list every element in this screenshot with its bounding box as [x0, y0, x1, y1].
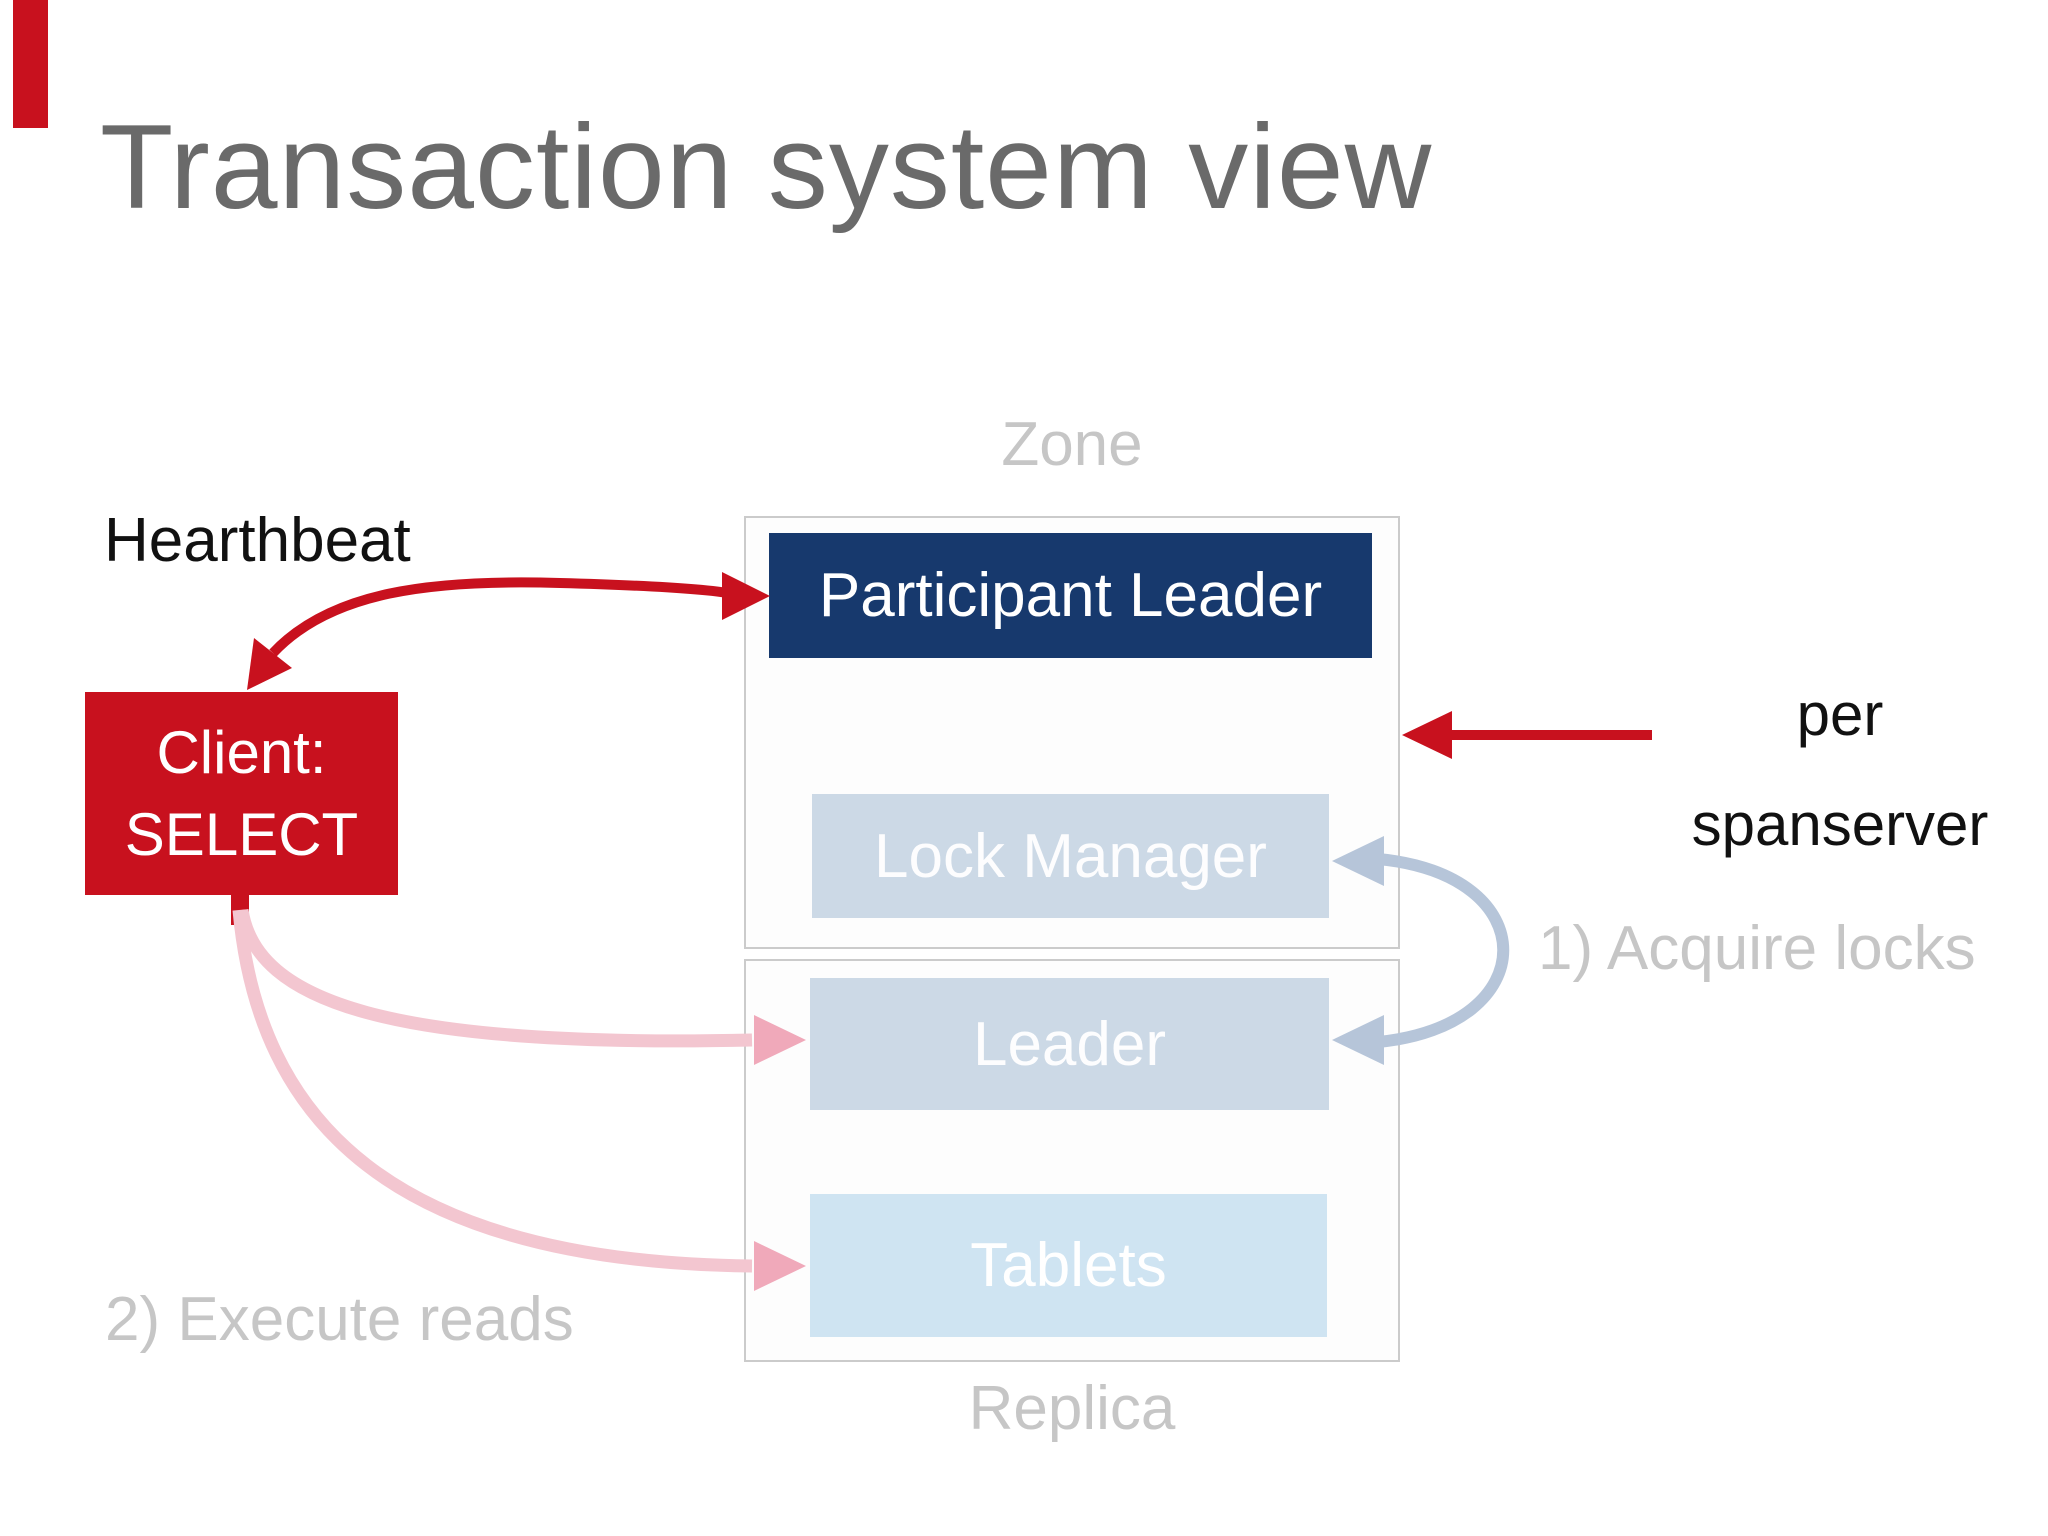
client-label-line2: SELECT: [124, 800, 359, 868]
per-spanserver-line2: spanserver: [1691, 791, 1989, 858]
acquire-locks-label: 1) Acquire locks: [1538, 914, 1976, 983]
leader-node: Leader: [810, 978, 1329, 1110]
slide-title: Transaction system view: [100, 100, 1433, 234]
zone-label: Zone: [1001, 410, 1143, 479]
per-spanserver-label: per spanserver: [1640, 660, 2040, 880]
execute-reads-arrow-leader: [235, 908, 806, 1065]
execute-reads-arrow-tablets: [232, 909, 806, 1291]
tablets-node: Tablets: [810, 1194, 1327, 1337]
client-select-node: Client: SELECT: [85, 692, 398, 895]
lock-manager-node: Lock Manager: [812, 794, 1329, 918]
replica-label: Replica: [968, 1374, 1176, 1443]
client-arrow-stub: [231, 893, 249, 925]
participant-leader-node: Participant Leader: [769, 533, 1372, 658]
per-spanserver-line1: per: [1796, 681, 1884, 748]
corner-accent-bar: [13, 0, 48, 128]
heartbeat-label: Hearthbeat: [104, 506, 411, 575]
execute-reads-label: 2) Execute reads: [105, 1285, 574, 1354]
per-spanserver-arrow: [1402, 711, 1652, 759]
heartbeat-arrow: [247, 572, 770, 690]
client-label-line1: Client:: [156, 718, 327, 786]
